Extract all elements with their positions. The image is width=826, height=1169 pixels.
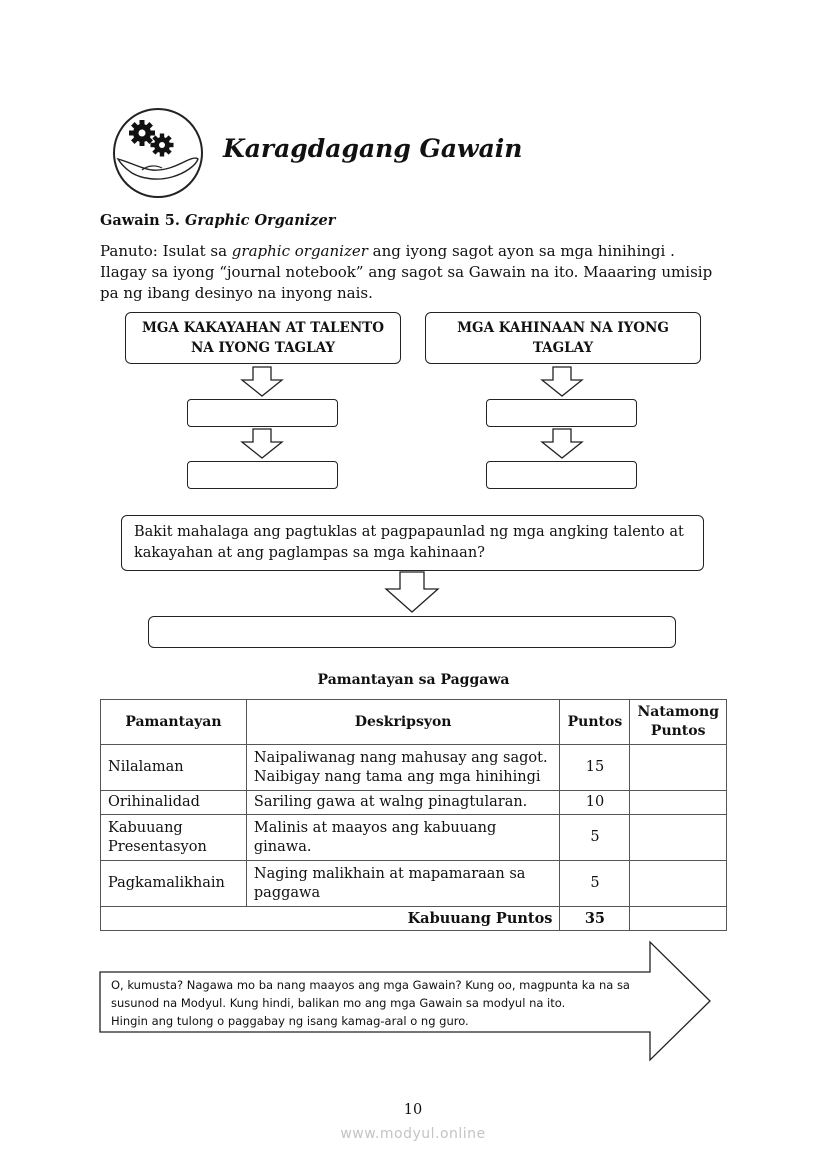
- activity-number: Gawain 5.: [100, 212, 180, 229]
- table-header-row: Pamantayan Deskripsyon Puntos Natamong P…: [100, 699, 727, 745]
- criterion-cell: Pagkamalikhain: [100, 860, 247, 907]
- talents-header-text: MGA KAKAYAHAN AT TALENTO NA IYONG TAGLAY: [141, 320, 384, 356]
- weaknesses-header-box: MGA KAHINAAN NA IYONG TAGLAY: [425, 312, 701, 364]
- page-number: 10: [403, 1102, 423, 1118]
- weaknesses-answer-box-2[interactable]: [486, 461, 637, 489]
- points-cell: 10: [559, 790, 631, 815]
- rubric-table: Pamantayan Deskripsyon Puntos Natamong P…: [99, 699, 727, 931]
- talents-answer-box-1[interactable]: [187, 399, 338, 427]
- earned-points-cell[interactable]: [629, 860, 727, 907]
- right-arrow-icon: [99, 940, 711, 1062]
- activity-name: Graphic Organizer: [184, 212, 336, 229]
- description-cell: Sariling gawa at walng pinagtularan.: [245, 790, 561, 815]
- points-cell: 15: [559, 744, 631, 791]
- earned-points-cell[interactable]: [629, 814, 727, 861]
- footer-watermark: www.modyul.online: [340, 1126, 486, 1142]
- closing-note-line-1: O, kumusta? Nagawa mo ba nang maayos ang…: [111, 978, 630, 1010]
- table-row: Nilalaman Naipaliwanag nang mahusay ang …: [100, 744, 727, 791]
- earned-points-cell[interactable]: [629, 790, 727, 815]
- column-header: Pamantayan: [100, 699, 247, 745]
- down-arrow-icon: [240, 366, 284, 397]
- total-earned-cell[interactable]: [629, 906, 727, 931]
- table-row: Pagkamalikhain Naging malikhain at mapam…: [100, 860, 727, 907]
- table-row: Orihinalidad Sariling gawa at walng pina…: [100, 790, 727, 815]
- total-label: Kabuuang Puntos: [99, 906, 561, 931]
- page-title: Karagdagang Gawain: [223, 134, 523, 163]
- criterion-cell: Nilalaman: [100, 744, 247, 791]
- closing-note: O, kumusta? Nagawa mo ba nang maayos ang…: [111, 976, 671, 1030]
- question-text: Bakit mahalaga ang pagtuklas at pagpapau…: [134, 524, 684, 561]
- talents-answer-box-2[interactable]: [187, 461, 338, 489]
- down-arrow-icon: [240, 428, 284, 459]
- table-row: Kabuuang Presentasyon Malinis at maayos …: [100, 814, 727, 861]
- description-cell: Naipaliwanag nang mahusay ang sagot. Nai…: [245, 744, 561, 791]
- description-cell: Malinis at maayos ang kabuuang ginawa.: [245, 814, 561, 861]
- total-points: 35: [559, 906, 631, 931]
- down-arrow-icon: [540, 428, 584, 459]
- question-answer-box[interactable]: [148, 616, 676, 648]
- column-header: Deskripsyon: [245, 699, 561, 745]
- talents-header-box: MGA KAKAYAHAN AT TALENTO NA IYONG TAGLAY: [125, 312, 401, 364]
- criterion-cell: Kabuuang Presentasyon: [100, 814, 247, 861]
- activity-label: Gawain 5. Graphic Organizer: [100, 212, 335, 229]
- instruction-italic: graphic organizer: [231, 242, 368, 260]
- criterion-cell: Orihinalidad: [100, 790, 247, 815]
- weaknesses-answer-box-1[interactable]: [486, 399, 637, 427]
- rubric-title: Pamantayan sa Paggawa: [317, 672, 510, 688]
- description-cell: Naging malikhain at mapamaraan sa paggaw…: [245, 860, 561, 907]
- instruction-text-1: Panuto: Isulat sa: [100, 242, 232, 260]
- down-arrow-icon: [384, 571, 440, 613]
- down-arrow-icon: [540, 366, 584, 397]
- points-cell: 5: [559, 860, 631, 907]
- instruction-text-2: ang iyong sagot ayon sa mga hinihingi . …: [100, 242, 713, 302]
- instructions: Panuto: Isulat sa graphic organizer ang …: [100, 241, 720, 304]
- points-cell: 5: [559, 814, 631, 861]
- table-total-row: Kabuuang Puntos 35: [99, 906, 727, 931]
- weaknesses-header-text: MGA KAHINAAN NA IYONG TAGLAY: [457, 320, 669, 356]
- question-box: Bakit mahalaga ang pagtuklas at pagpapau…: [121, 515, 704, 571]
- column-header: Natamong Puntos: [629, 699, 727, 745]
- closing-note-line-2: Hingin ang tulong o paggabay ng isang ka…: [111, 1014, 469, 1028]
- earned-points-cell[interactable]: [629, 744, 727, 791]
- gears-on-hand-icon: [112, 107, 204, 199]
- column-header: Puntos: [559, 699, 631, 745]
